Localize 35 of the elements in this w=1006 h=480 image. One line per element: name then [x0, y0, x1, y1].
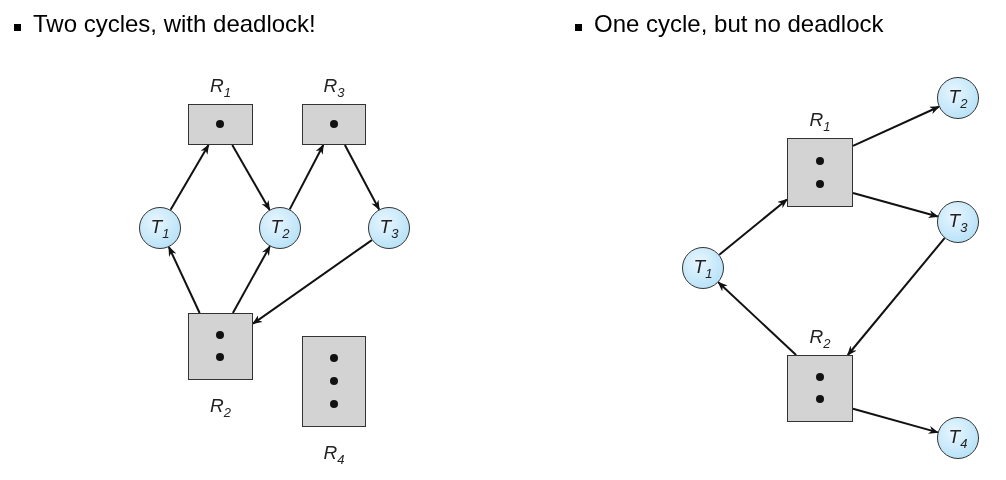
arrow [717, 281, 798, 356]
arrow [852, 192, 939, 218]
process-circle [937, 201, 979, 243]
resource-label: R$_{1}$ [210, 74, 231, 98]
resource-label: R$_{2}$ [809, 325, 831, 349]
process-circle [368, 207, 410, 249]
arrow [343, 144, 381, 211]
process-label: T$_{1}$ [693, 255, 713, 281]
process-circle [139, 207, 181, 249]
process-circle [937, 77, 979, 119]
process-label: T$_{2}$ [948, 85, 968, 111]
resource-label: R$_{2}$ [210, 394, 231, 418]
arrow [169, 144, 210, 211]
resource-label: R$_{3}$ [323, 74, 345, 98]
process-label: T$_{2}$ [270, 215, 290, 241]
arrow [167, 246, 201, 314]
process-label: T$_{3}$ [948, 209, 968, 235]
arrow [846, 237, 946, 356]
arrow [288, 144, 325, 211]
arrow [252, 239, 373, 325]
resource-label: R$_{1}$ [809, 108, 831, 132]
process-label: T$_{1}$ [150, 215, 170, 241]
process-circle [682, 247, 724, 289]
arrow [852, 105, 940, 147]
heading-text: Two cycles, with deadlock! [33, 10, 316, 38]
arrow [852, 407, 939, 434]
arrow [231, 144, 271, 211]
arrow [718, 198, 788, 256]
resource-label: R$_{4}$ [323, 441, 345, 465]
arrow [231, 245, 271, 314]
process-circle [259, 207, 301, 249]
process-circle [937, 417, 979, 459]
process-label: T$_{3}$ [379, 215, 399, 241]
heading-text: One cycle, but no deadlock [594, 10, 884, 38]
process-label: T$_{4}$ [948, 425, 968, 451]
